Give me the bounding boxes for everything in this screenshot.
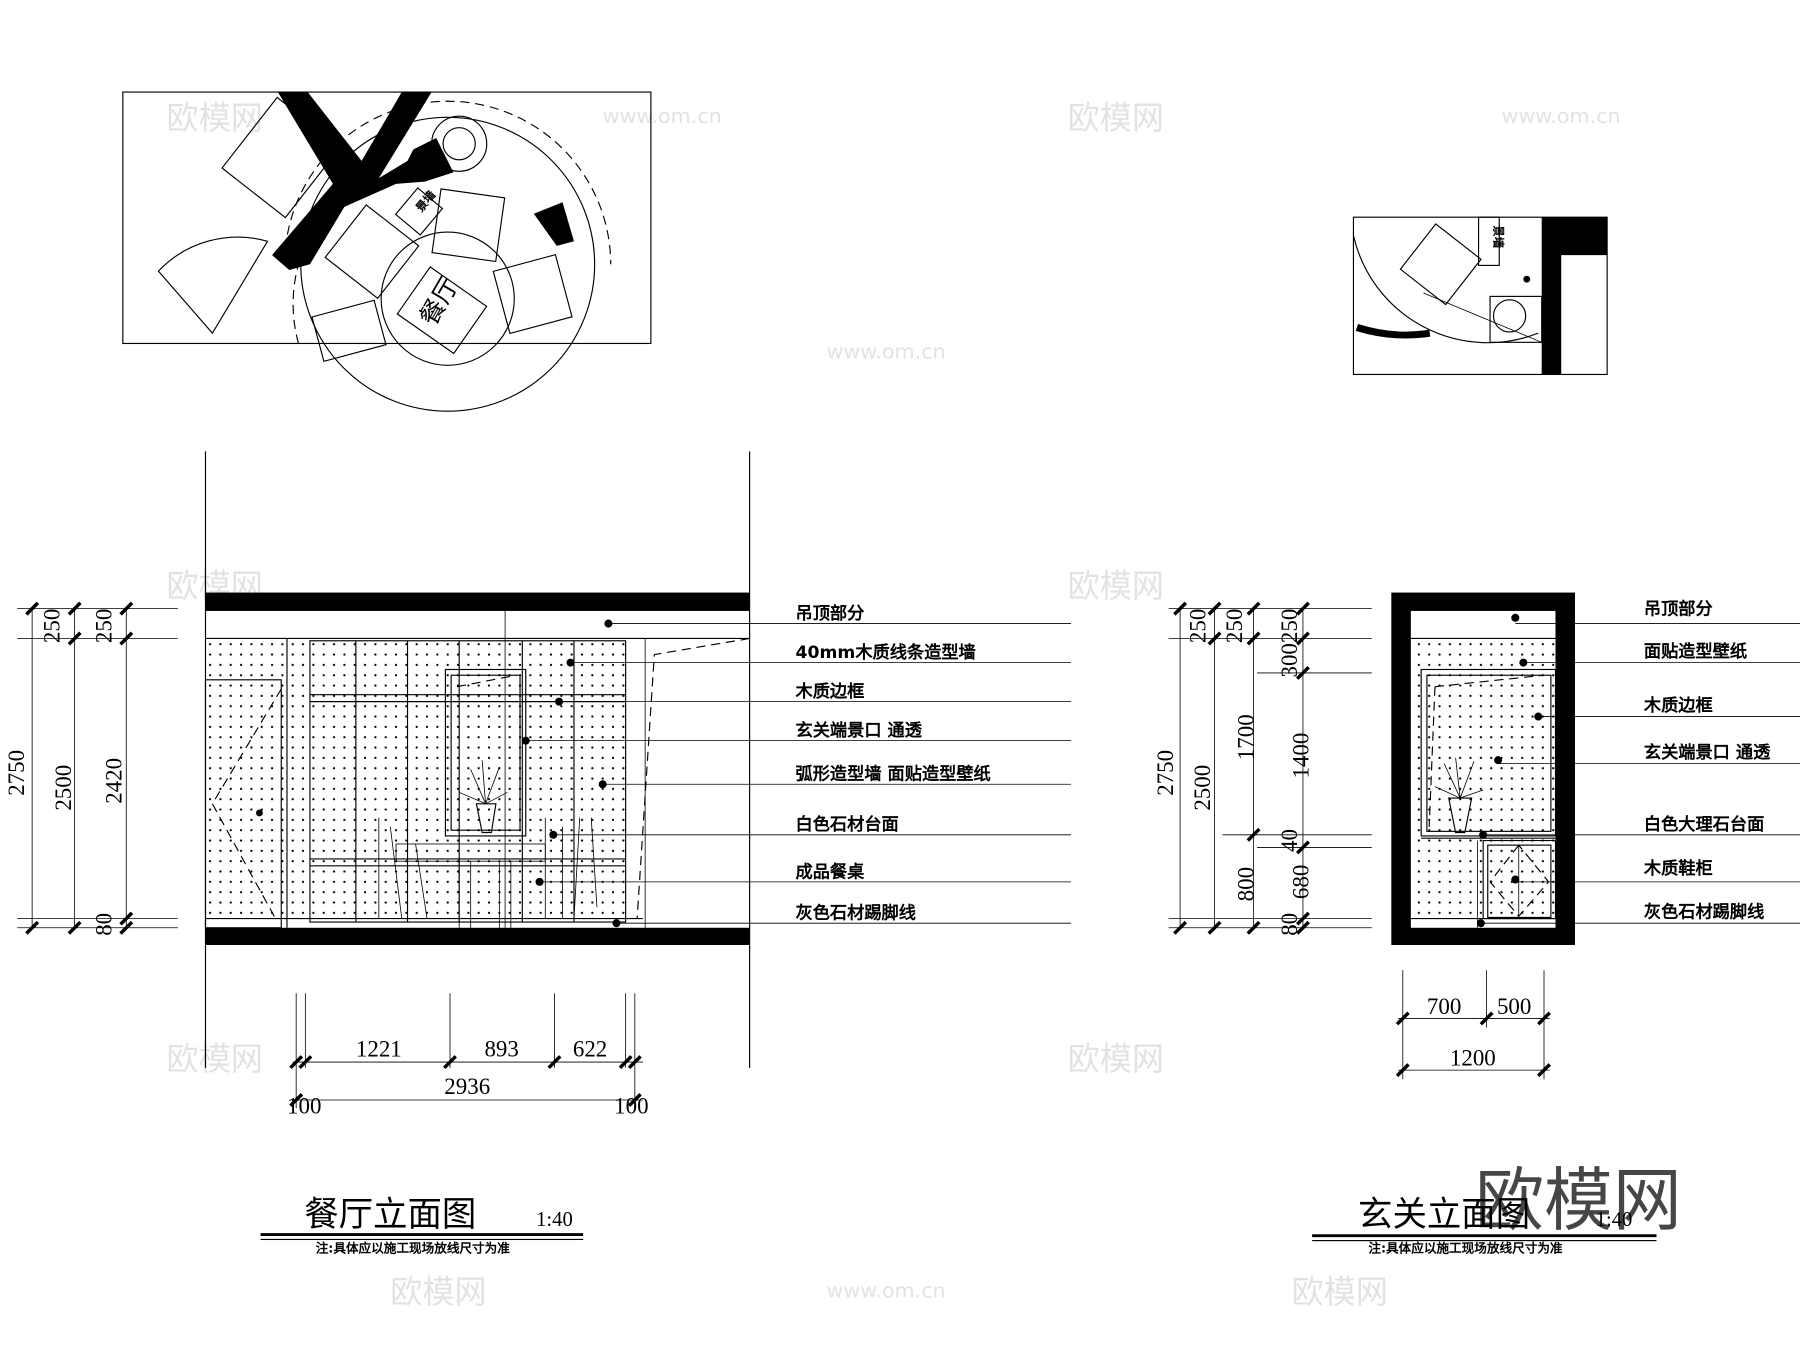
annotation-label: 木质边框 (795, 681, 865, 702)
watermark-logo: 欧模网 (1291, 1273, 1387, 1311)
dimension-label: 700 (1427, 994, 1461, 1019)
watermark-site: www.om.cn (1502, 104, 1621, 128)
dimension-label: 80 (1277, 913, 1302, 936)
shoe-cabinet (1482, 839, 1557, 920)
dimension-label: 80 (91, 913, 116, 936)
annotation-label: 木质鞋柜 (1643, 858, 1713, 879)
annotation-label: 成品餐桌 (796, 861, 866, 882)
dimension-label: 1221 (356, 1036, 402, 1061)
dimension-label: 1400 (1289, 733, 1314, 779)
annotation-label: 白色大理石台面 (1644, 814, 1764, 835)
watermark-logo: 欧模网 (166, 1040, 262, 1078)
annotation-label: 吊顶部分 (796, 603, 866, 624)
annotation-label: 玄关端景口 通透 (1644, 742, 1771, 763)
annotation-label: 木质边框 (1643, 695, 1713, 716)
drawing-scale: 1:40 (536, 1209, 573, 1231)
dimension-label: 300250 (1277, 609, 1302, 678)
dining-vertical-dimension-lines (17, 608, 178, 929)
annotation-label: 弧形造型墙 面贴造型壁纸 (796, 764, 991, 785)
dimension-label: 500 (1497, 994, 1531, 1019)
dimension-label: 100 (287, 1094, 321, 1119)
dimension-label: 100 (614, 1094, 648, 1119)
watermark-site: www.om.cn (603, 104, 722, 128)
watermark-site: www.om.cn (827, 339, 946, 363)
watermark-logo-large: 欧模网 (1475, 1161, 1682, 1241)
annotation-label: 40mm木质线条造型墙 (796, 642, 976, 663)
annotation-label: 灰色石材踢脚线 (796, 903, 916, 924)
dining-horizontal-dimension-lines (292, 993, 643, 1109)
watermark-logo: 欧模网 (1068, 99, 1164, 137)
door (204, 679, 282, 929)
annotation-label: 玄关端景口 通透 (796, 720, 923, 741)
dimension-label: 680 (1289, 865, 1314, 899)
dimension-label: 1700 (1234, 714, 1259, 760)
annotation-label: 面贴造型壁纸 (1644, 641, 1747, 662)
dimension-label: 800 (1234, 867, 1259, 901)
dining-plan: 景墙 餐厅 (122, 91, 652, 412)
entry-plan: 景墙 (1352, 216, 1608, 376)
watermark-logo: 欧模网 (1068, 567, 1164, 605)
dimension-label: 2420 (102, 758, 127, 804)
drawing-scale: 1:40 (1596, 1209, 1633, 1231)
drawing-note: 注:具体应以施工现场放线尺寸为准 (1368, 1241, 1563, 1256)
plan-label-dining: 餐厅 (414, 272, 464, 330)
dimension-label: 2500 (51, 765, 76, 811)
dimension-label: 2750 (1153, 750, 1178, 796)
dimension-label: 250 (40, 609, 65, 643)
dimension-label: 250 (1222, 609, 1247, 643)
scene-opening (444, 668, 527, 837)
dimension-label: 250 (91, 609, 116, 643)
dining-elevation: 吊顶部分 40mm木质线条造型墙 木质边框 玄关端景口 通透 弧形造型墙 面贴造… (4, 451, 1072, 1256)
drawing-title: 玄关立面图 (1358, 1195, 1530, 1235)
dimension-label: 2750 (4, 750, 29, 796)
dimension-label: 250 (1185, 609, 1210, 643)
drawing-title: 餐厅立面图 (304, 1195, 476, 1235)
dimension-label: 1200 (1450, 1046, 1496, 1071)
annotation-label: 吊顶部分 (1644, 598, 1714, 619)
dining-chairs (378, 817, 598, 928)
entry-elevation: 吊顶部分 面贴造型壁纸 木质边框 玄关端景口 通透 白色大理石台面 木质鞋柜 灰… (1153, 592, 1800, 1256)
annotation-label: 灰色石材踢脚线 (1644, 901, 1764, 922)
entry-horizontal-dimension-lines (1398, 970, 1550, 1080)
watermark-logo: 欧模网 (1068, 1040, 1164, 1078)
entry-vertical-dimension-lines (1168, 608, 1372, 929)
drawing-note: 注:具体应以施工现场放线尺寸为准 (316, 1241, 511, 1256)
scene-opening (1420, 668, 1557, 837)
watermark-logo: 欧模网 (166, 99, 262, 137)
entry-leaders (1476, 613, 1800, 928)
watermark-logo: 欧模网 (390, 1273, 486, 1311)
dimension-label: 622 (573, 1036, 607, 1061)
dimension-label: 893 (484, 1036, 518, 1061)
dimension-label: 2500 (1190, 765, 1215, 811)
dimension-label: 40 (1277, 829, 1302, 852)
watermark-site: www.om.cn (827, 1278, 946, 1302)
annotation-label: 白色石材台面 (796, 814, 899, 835)
dining-leaders (521, 619, 1072, 928)
dimension-label: 2936 (444, 1074, 490, 1099)
plan-label-scene-wall: 景墙 (1492, 224, 1506, 248)
